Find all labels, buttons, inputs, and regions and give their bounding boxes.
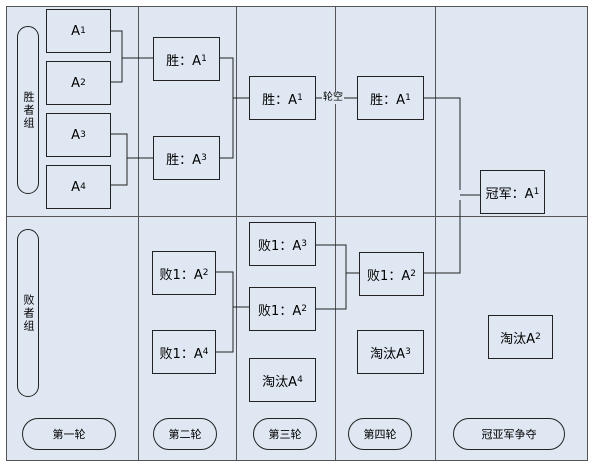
r1-a4-text: A (71, 179, 81, 195)
r3-lose1-sub: 3 (301, 239, 307, 249)
r4-win-text: 胜：A (370, 92, 406, 108)
r2-lose2-sub: 4 (202, 347, 209, 357)
r2-lose1-text: 败1：A (159, 267, 203, 283)
final-champion-text: 冠军：A (485, 186, 534, 202)
final-champion-sub: 1 (533, 187, 540, 197)
r3-win-text: 胜：A (262, 92, 298, 108)
final-out-text: 淘汰A (500, 331, 536, 347)
r4-out-text: 淘汰A (370, 346, 406, 362)
final-out-sub: 2 (535, 332, 541, 342)
r4-win-sub: 1 (405, 93, 411, 103)
r2-win2-text: 胜：A (166, 152, 202, 168)
r3-lose1-text: 败1：A (258, 238, 302, 254)
r1-a3-sub: 3 (80, 130, 86, 140)
r1-a2-text: A (71, 75, 81, 91)
round-label-4: 第四轮 (348, 418, 412, 450)
r2-win1-sub: 1 (201, 54, 207, 64)
divider-round3 (335, 6, 336, 461)
r3-out-text: 淘汰A (262, 374, 298, 390)
round-label-1: 第一轮 (22, 418, 116, 450)
r1-a3-text: A (71, 127, 81, 143)
r4-lose-text: 败1：A (367, 268, 411, 284)
r1-a1-sub: 1 (80, 26, 86, 36)
r3-win-sub: 1 (297, 93, 303, 103)
r3-lose2-sub: 2 (301, 304, 307, 314)
divider-round4 (435, 6, 436, 461)
r1-a1-text: A (71, 23, 81, 39)
r4-lose-sub: 2 (410, 269, 416, 279)
bye-label: 轮空 (322, 92, 344, 104)
group-label-losers: 败者组 (17, 229, 39, 397)
round-label-2: 第二轮 (153, 418, 217, 450)
r1-a4-sub: 4 (80, 182, 86, 192)
group-label-winners: 胜者组 (17, 26, 39, 194)
round-label-final: 冠亚军争夺 (453, 418, 565, 450)
divider-groups (6, 216, 588, 217)
r2-lose2-text: 败1：A (159, 346, 203, 362)
r2-win1-text: 胜：A (166, 53, 202, 69)
round-label-3: 第三轮 (253, 418, 317, 450)
r2-win2-sub: 3 (201, 153, 207, 163)
divider-round2 (236, 6, 237, 461)
r3-lose2-text: 败1：A (258, 303, 302, 319)
r1-a2-sub: 2 (80, 78, 86, 88)
r3-out-sub: 4 (297, 375, 303, 385)
divider-round1 (138, 6, 139, 461)
r4-out-sub: 3 (405, 347, 411, 357)
r2-lose1-sub: 2 (202, 268, 209, 278)
